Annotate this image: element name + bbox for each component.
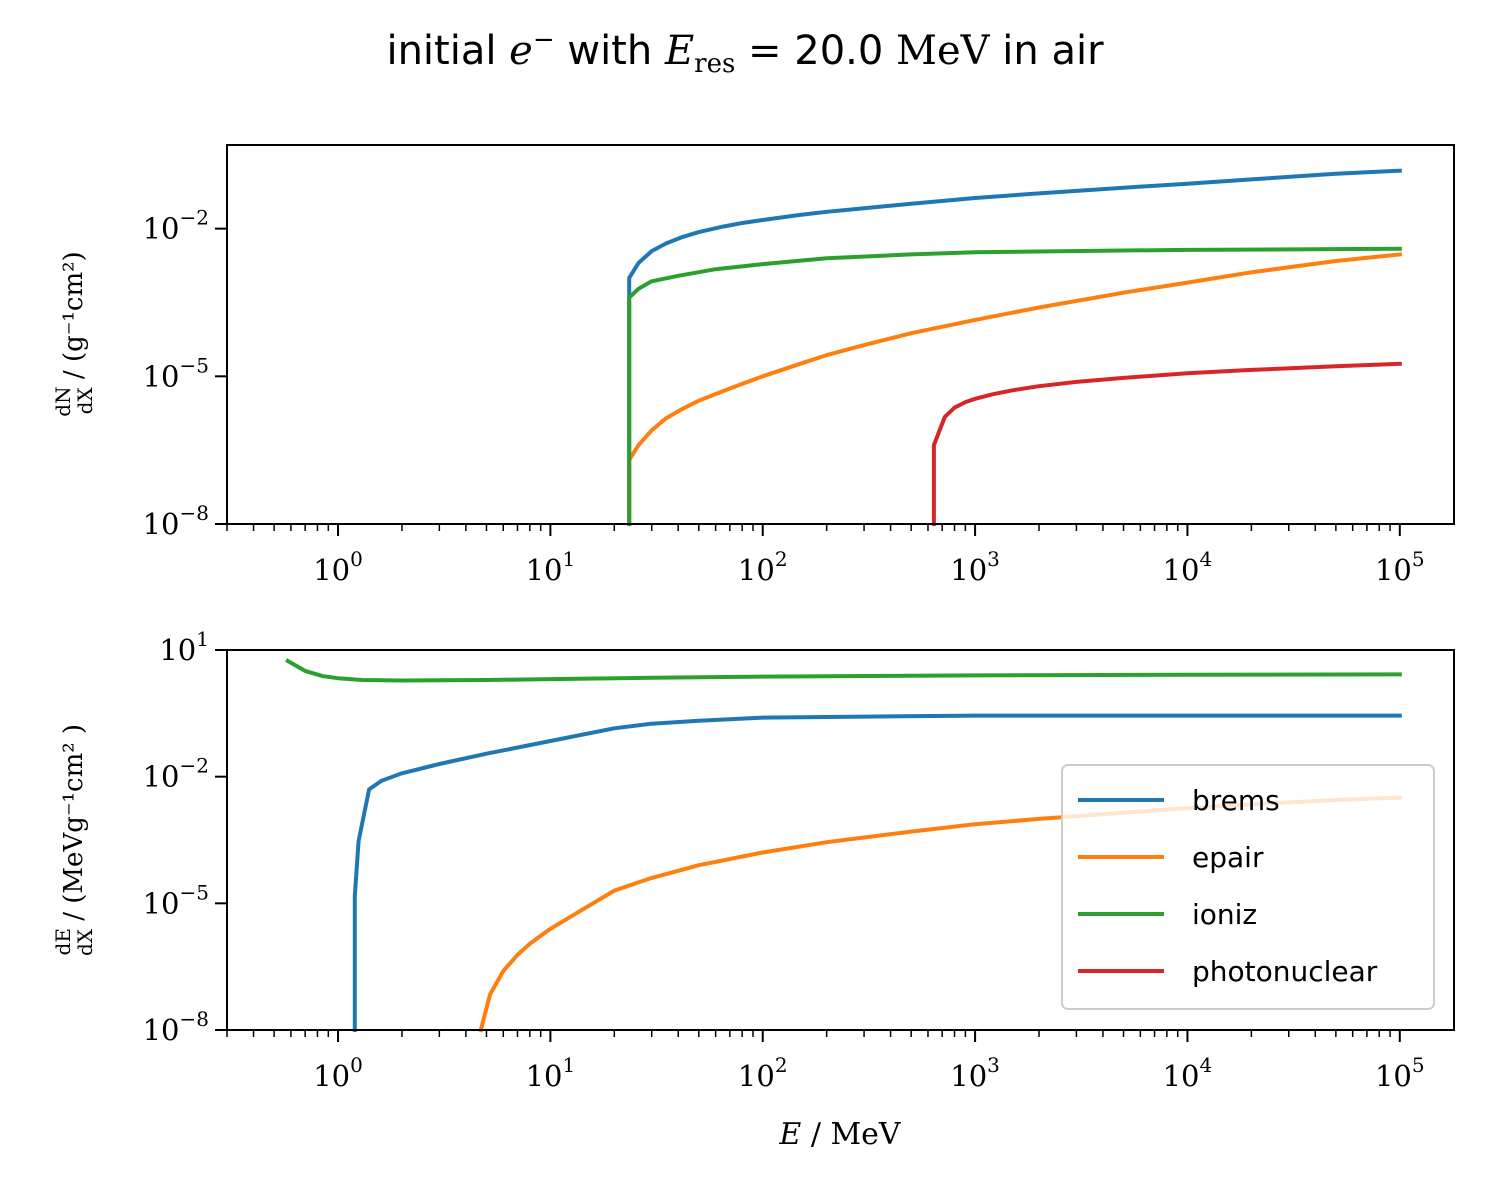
legend-entry-brems: brems: [1078, 784, 1280, 817]
top-x-tick-label: 101: [526, 547, 576, 587]
top-series-epair: [627, 252, 1402, 526]
top-axes-frame: [226, 144, 1455, 525]
top-ylabel-num: dN: [51, 386, 75, 416]
title-post: in air: [990, 28, 1105, 74]
top-x-tick-label: 103: [950, 547, 1000, 587]
legend-label-photonuclear: photonuclear: [1192, 955, 1378, 988]
legend-label-brems: brems: [1192, 784, 1280, 817]
bottom-y-tick-label: 10−2: [143, 754, 209, 794]
bottom-x-tick-label: 104: [1163, 1053, 1213, 1093]
bottom-y-axis-label: dEdX / (MeVg⁻¹cm² ): [51, 724, 97, 956]
top-series-ioniz: [627, 246, 1402, 526]
top-ylabel-unit: / (g⁻¹cm²): [59, 251, 89, 387]
legend: brems epair ioniz photonuclear: [1061, 764, 1435, 1010]
title-particle: e: [509, 28, 533, 74]
bottom-y-ticks: 101 10−2 10−5 10−8: [143, 627, 227, 1047]
title-mid: with: [555, 28, 665, 74]
bottom-y-tick-label: 101: [159, 627, 209, 667]
bottom-ylabel-unit: / (MeVg⁻¹cm² ): [59, 724, 89, 929]
legend-box: [1061, 764, 1435, 1010]
top-x-ticks: 100 101 102 103 104 105: [226, 524, 1425, 587]
title-energy-sub: res: [694, 49, 735, 79]
top-series-brems: [627, 168, 1402, 526]
bottom-x-tick-label: 105: [1375, 1053, 1425, 1093]
top-panel: 100 101 102 103 104 105 10−2 10−5 10−8 dNdX / (…: [51, 144, 1455, 587]
bottom-y-tick-label: 10−8: [143, 1007, 209, 1047]
bottom-y-tick-label: 10−5: [143, 880, 209, 920]
bottom-x-tick-label: 100: [313, 1053, 363, 1093]
top-x-tick-label: 102: [738, 547, 788, 587]
legend-entry-ioniz: ioniz: [1078, 898, 1257, 931]
bottom-ylabel-num: dE: [51, 928, 75, 955]
bottom-x-tick-label: 103: [950, 1053, 1000, 1093]
top-y-axis-label: dNdX / (g⁻¹cm²): [51, 251, 97, 416]
top-x-tick-label: 100: [313, 547, 363, 587]
x-axis-label: E / MeV: [778, 1117, 902, 1152]
bottom-x-tick-label: 102: [738, 1053, 788, 1093]
top-y-tick-label: 10−5: [143, 353, 209, 393]
bottom-x-tick-label: 101: [526, 1053, 576, 1093]
title-particle-sup: −: [533, 25, 555, 55]
xlabel-unit: / MeV: [801, 1117, 902, 1152]
bottom-ylabel-den: dX: [73, 928, 97, 956]
bottom-x-ticks: 100 101 102 103 104 105: [226, 1030, 1425, 1093]
top-series-photonuclear: [931, 361, 1402, 526]
bottom-series-ioniz: [285, 658, 1402, 683]
bottom-panel: 100 101 102 103 104 105 101 10−2 10−5 10−8 dEdX …: [51, 627, 1455, 1152]
legend-label-epair: epair: [1192, 841, 1264, 874]
xlabel-symbol: E: [778, 1117, 801, 1152]
title-unit: MeV: [883, 28, 990, 74]
title-energy-symbol: E: [664, 28, 694, 74]
title-value: 20.0: [794, 28, 883, 74]
top-y-ticks: 10−2 10−5 10−8: [143, 206, 227, 541]
bottom-series-brems: [352, 713, 1402, 1032]
top-series-lines: [627, 168, 1402, 526]
title-equals: =: [735, 28, 794, 74]
top-ylabel-den: dX: [73, 387, 97, 415]
top-x-tick-label: 104: [1163, 547, 1213, 587]
top-y-tick-label: 10−2: [143, 206, 209, 246]
figure-title: initial e− with Eres = 20.0 MeV in air: [386, 25, 1104, 79]
legend-entries: brems epair ioniz photonuclear: [1078, 784, 1378, 988]
legend-entry-photonuclear: photonuclear: [1078, 955, 1378, 988]
bottom-axes-frame: [226, 649, 1455, 1031]
title-pre: initial: [386, 28, 509, 74]
legend-label-ioniz: ioniz: [1192, 898, 1257, 931]
top-y-tick-label: 10−8: [143, 501, 209, 541]
legend-entry-epair: epair: [1078, 841, 1264, 874]
top-x-tick-label: 105: [1375, 547, 1425, 587]
